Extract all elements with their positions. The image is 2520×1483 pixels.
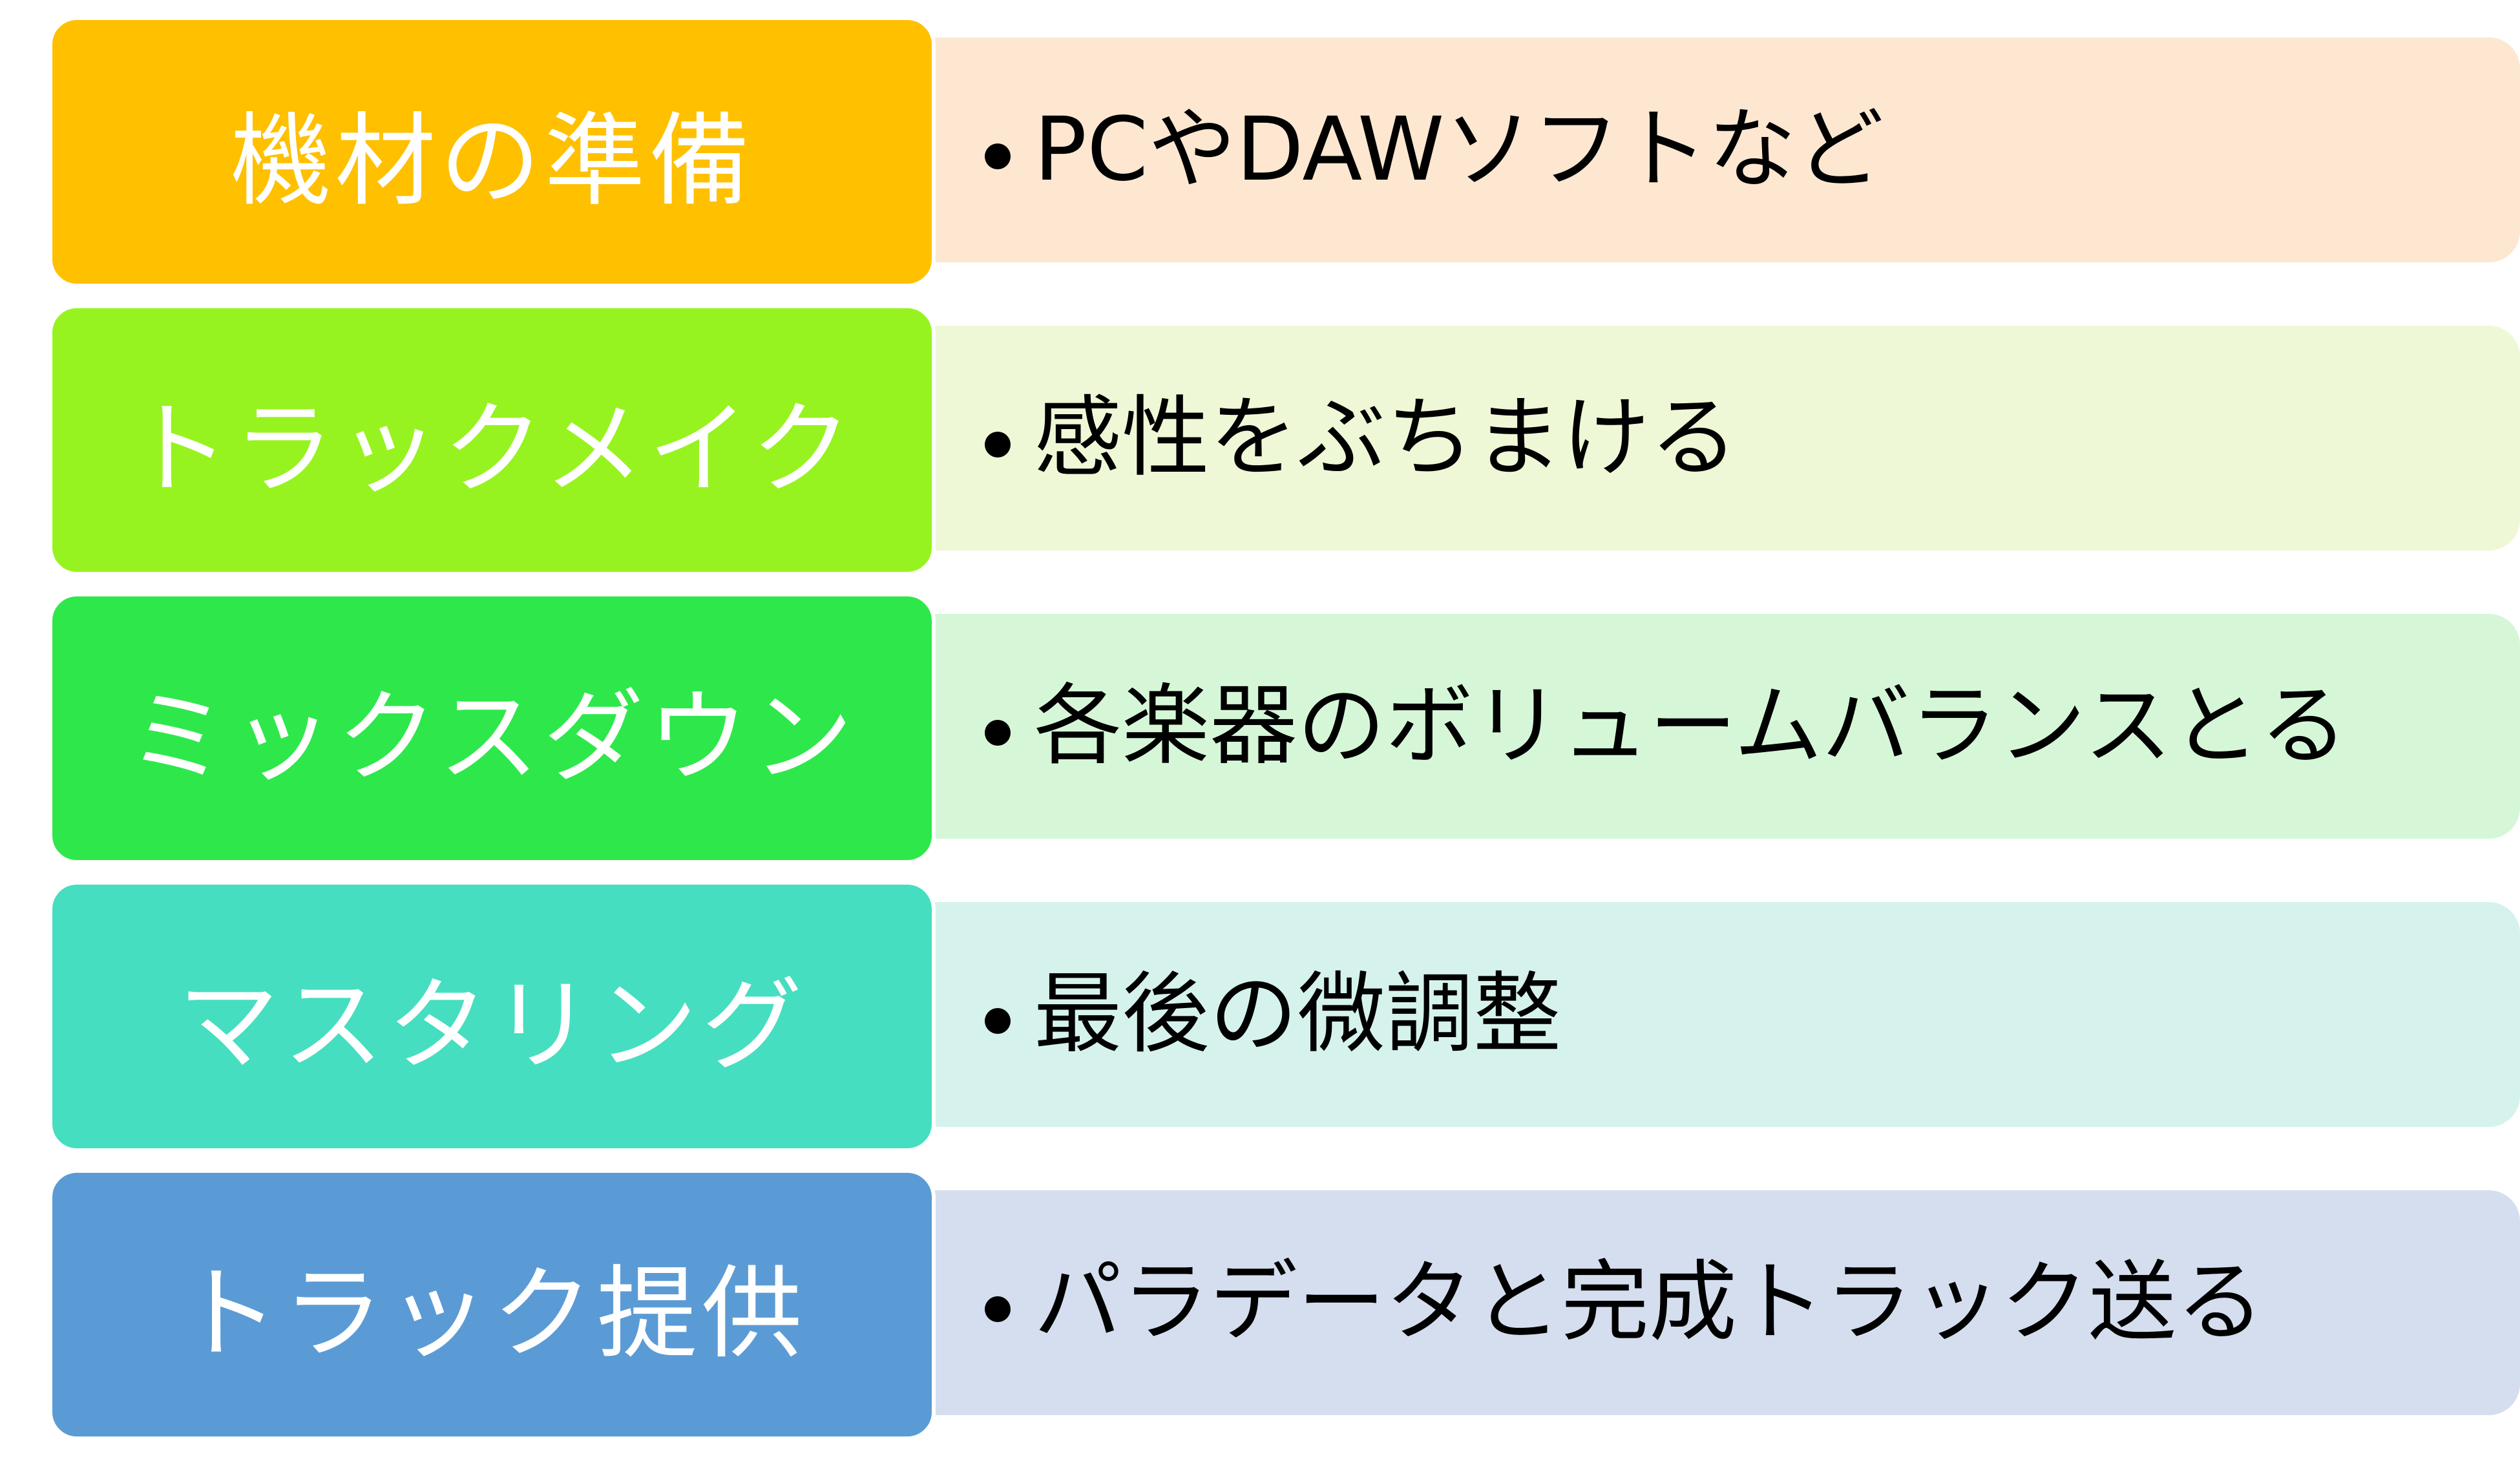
step-description: 各楽器のボリュームバランスとる (1034, 675, 2348, 777)
bullet-icon (985, 1296, 1011, 1322)
step-label: ミックスダウン (127, 678, 857, 796)
step-label-box: 機材の準備 (48, 16, 936, 288)
step-description: PCやDAWソフトなど (1034, 99, 1884, 201)
bullet-icon (985, 143, 1011, 169)
step-row-equipment: PCやDAWソフトなど 機材の準備 (0, 16, 2520, 288)
step-label: トラック提供 (178, 1255, 806, 1373)
bullet-icon (985, 432, 1011, 458)
step-description-box: PCやDAWソフトなど (925, 37, 2520, 262)
step-row-mixdown: 各楽器のボリュームバランスとる ミックスダウン (0, 593, 2520, 864)
bullet-icon (985, 720, 1011, 746)
step-description-box: 感性をぶちまける (925, 326, 2520, 551)
step-description: 最後の微調整 (1034, 963, 1561, 1066)
step-row-mastering: 最後の微調整 マスタリング (0, 881, 2520, 1152)
step-label: マスタリング (178, 967, 806, 1084)
step-label-box: トラック提供 (48, 1169, 936, 1440)
step-label-box: トラックメイク (48, 304, 936, 576)
bullet-icon (985, 1008, 1011, 1034)
step-label: 機材の準備 (230, 102, 754, 220)
step-label-box: ミックスダウン (48, 593, 936, 864)
step-label: トラックメイク (129, 390, 856, 508)
step-description: 感性をぶちまける (1034, 387, 1738, 489)
step-description-box: パラデータと完成トラック送る (925, 1190, 2520, 1415)
step-label-box: マスタリング (48, 881, 936, 1152)
step-row-track-delivery: パラデータと完成トラック送る トラック提供 (0, 1169, 2520, 1440)
step-description: パラデータと完成トラック送る (1034, 1252, 2264, 1354)
step-description-box: 最後の微調整 (925, 902, 2520, 1127)
step-row-track-make: 感性をぶちまける トラックメイク (0, 304, 2520, 576)
step-description-box: 各楽器のボリュームバランスとる (925, 614, 2520, 839)
